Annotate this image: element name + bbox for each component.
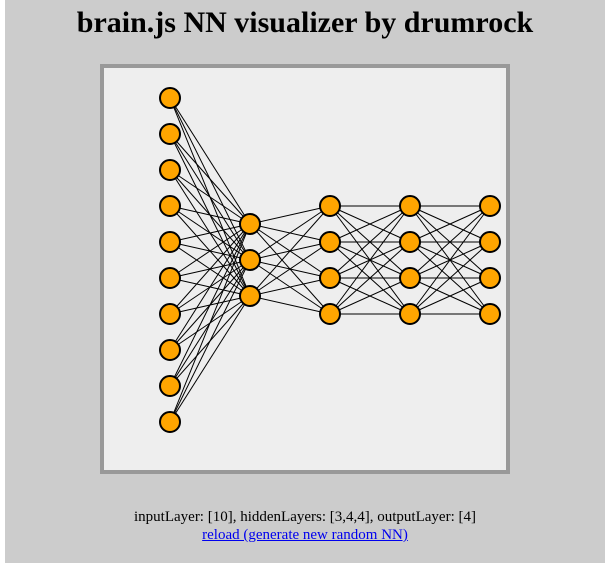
connection-line (169, 133, 251, 225)
hidden-neuron (319, 231, 341, 253)
connection-line (409, 205, 491, 279)
input-neuron (159, 231, 181, 253)
connection-line (249, 295, 331, 315)
connection-line (409, 277, 491, 315)
hidden-neuron (239, 249, 261, 271)
hidden-neuron (319, 267, 341, 289)
input-neuron (159, 159, 181, 181)
connection-line (169, 259, 251, 423)
page-title: brain.js NN visualizer by drumrock (76, 6, 534, 39)
input-neuron (159, 375, 181, 397)
connection-line (169, 205, 251, 225)
connection-line (329, 241, 411, 315)
hidden-neuron (399, 303, 421, 325)
connection-line (169, 223, 251, 279)
input-neuron (159, 123, 181, 145)
input-neuron (159, 87, 181, 109)
hidden-neuron (319, 303, 341, 325)
connection-line (169, 223, 251, 243)
connection-line (249, 241, 331, 297)
connection-line (249, 205, 331, 225)
connection-line (169, 223, 251, 351)
reload-link[interactable]: reload (generate new random NN) (202, 527, 408, 543)
input-neuron (159, 303, 181, 325)
network-diagram (159, 87, 501, 433)
hidden-neuron (319, 195, 341, 217)
hidden-neuron (239, 213, 261, 235)
info-panel: inputLayer: [10], hiddenLayers: [3,4,4],… (5, 508, 605, 544)
connection-line (329, 277, 411, 315)
hidden-neuron (399, 195, 421, 217)
output-neuron (479, 303, 501, 325)
hidden-neuron (239, 285, 261, 307)
connection-line (169, 223, 251, 315)
connection-line (409, 241, 491, 315)
network-canvas (100, 64, 510, 474)
connection-line (409, 205, 491, 315)
output-neuron (479, 267, 501, 289)
connection-line (329, 205, 411, 315)
network-description: inputLayer: [10], hiddenLayers: [3,4,4],… (134, 509, 476, 525)
connection-line (169, 295, 251, 423)
connection-line (329, 205, 411, 279)
input-neuron (159, 339, 181, 361)
input-neuron (159, 411, 181, 433)
connection-line (169, 223, 251, 423)
connection-line (249, 205, 331, 261)
connection-line (249, 205, 331, 297)
output-neuron (479, 231, 501, 253)
input-neuron (159, 195, 181, 217)
connection-line (409, 205, 491, 243)
input-neuron (159, 267, 181, 289)
output-neuron (479, 195, 501, 217)
connection-line (169, 223, 251, 387)
page-background: brain.js NN visualizer by drumrock input… (5, 0, 605, 563)
connection-line (169, 97, 251, 225)
connection-line (169, 169, 251, 225)
hidden-neuron (399, 231, 421, 253)
connections (169, 97, 491, 423)
connection-line (249, 277, 331, 297)
connection-line (329, 205, 411, 243)
neurons (159, 87, 501, 433)
hidden-neuron (399, 267, 421, 289)
